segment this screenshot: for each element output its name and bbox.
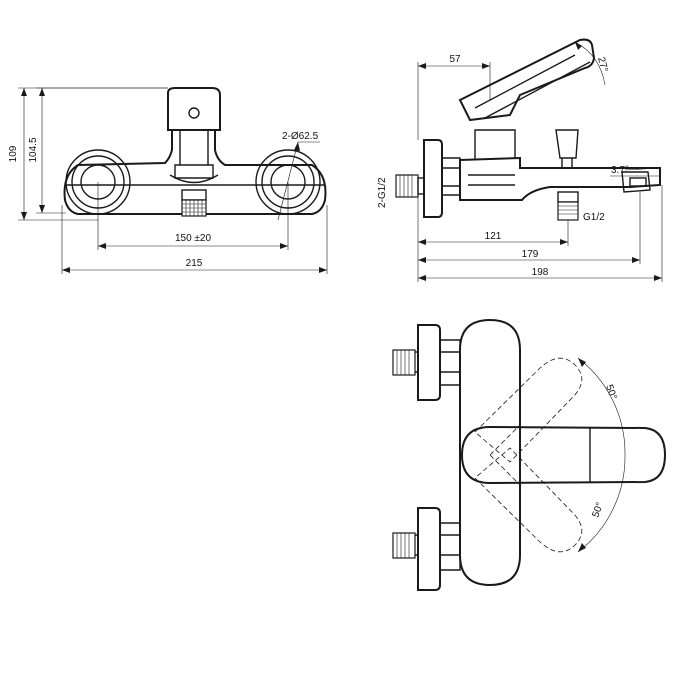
width-total-label: 215 (186, 258, 203, 269)
mixer-body (63, 129, 327, 215)
top-view: 50° 50° (392, 318, 667, 591)
top-lower-inlet (392, 507, 461, 591)
outlet-thread-label: G1/2 (583, 212, 605, 223)
center-distance-label: 150 ±20 (175, 233, 212, 244)
overall-depth-dimension: 198 (418, 185, 663, 282)
outlet-connector (557, 191, 579, 221)
spout-reach-label: 179 (522, 249, 539, 260)
top-body (459, 318, 521, 587)
side-flange (423, 139, 443, 218)
swing-angle-upper-label: 50° (603, 383, 619, 401)
lever-offset-label: 57 (449, 54, 461, 65)
outlet-nut (169, 174, 219, 217)
outlet-distance-dimension: 121 (417, 197, 569, 282)
swing-angle-lower-label: 50° (590, 501, 606, 519)
spout-angle-dimension: 3.7° (610, 165, 661, 177)
spout-reach-dimension: 179 (418, 192, 641, 264)
top-handle (460, 425, 667, 485)
top-upper-inlet (392, 324, 461, 401)
spout-angle-label: 3.7° (611, 165, 629, 176)
height-total-label: 109 (8, 145, 19, 162)
lever-angle-dimension: 27° (574, 41, 610, 86)
handle (167, 87, 221, 179)
side-view: 57 27° 3.7° 2-G1/2 G1/2 121 179 (377, 38, 663, 282)
lever-angle-label: 27° (595, 56, 610, 73)
swing-angle-arcs: 50° 50° (577, 357, 626, 553)
outlet-distance-label: 121 (485, 231, 502, 242)
upper-swing-handle (474, 357, 583, 463)
lever-offset-dimension: 57 (417, 54, 491, 140)
overall-depth-label: 198 (532, 267, 549, 278)
width-dimension: 215 (61, 205, 328, 274)
center-distance-dimension: 150 ±20 (97, 182, 289, 250)
diverter-knob (555, 129, 579, 159)
lower-swing-handle (474, 447, 583, 553)
height-partial-label: 104.5 (28, 137, 39, 162)
diameter-leader: 2-Ø62.5 (277, 131, 320, 221)
front-view: 109 104.5 2-Ø62.5 150 ±20 215 (8, 87, 328, 274)
side-lever (458, 38, 596, 122)
inlet-thread-label: 2-G1/2 (377, 177, 388, 208)
inlet-connector (395, 174, 425, 198)
height-partial-dimension: 104.5 (28, 87, 168, 214)
flange-diameter-label: 2-Ø62.5 (282, 131, 319, 142)
